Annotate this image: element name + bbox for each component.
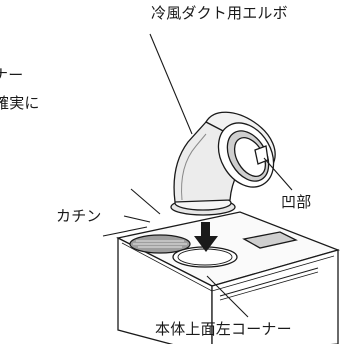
label-cut-text-1: ナー [0,66,24,84]
notch-recess [254,145,269,165]
label-cut-text-2: 確実に [0,94,40,112]
grille-opening [129,234,191,254]
leader-catch [102,226,148,237]
catch-mark-lower [123,215,151,223]
leader-notch [263,157,293,191]
front-slot [219,267,319,297]
label-catch-sound: カチン [56,207,102,225]
front-slot-lower [219,271,319,301]
leader-corner [206,275,249,318]
unit-right-face [211,249,339,344]
control-panel [242,231,298,249]
unit-rim-line [121,242,335,292]
label-top-corner: 本体上面左コーナー [155,320,292,338]
down-arrow-icon [194,222,218,252]
label-notch: 凹部 [281,193,312,211]
duct-elbow [170,111,276,216]
leader-duct [149,33,193,135]
leader-lines [102,33,293,318]
unit-body [116,211,341,344]
unit-left-face [117,236,213,344]
catch-mark-upper [130,188,161,215]
label-duct-elbow: 冷風ダクト用エルボ [151,4,288,22]
